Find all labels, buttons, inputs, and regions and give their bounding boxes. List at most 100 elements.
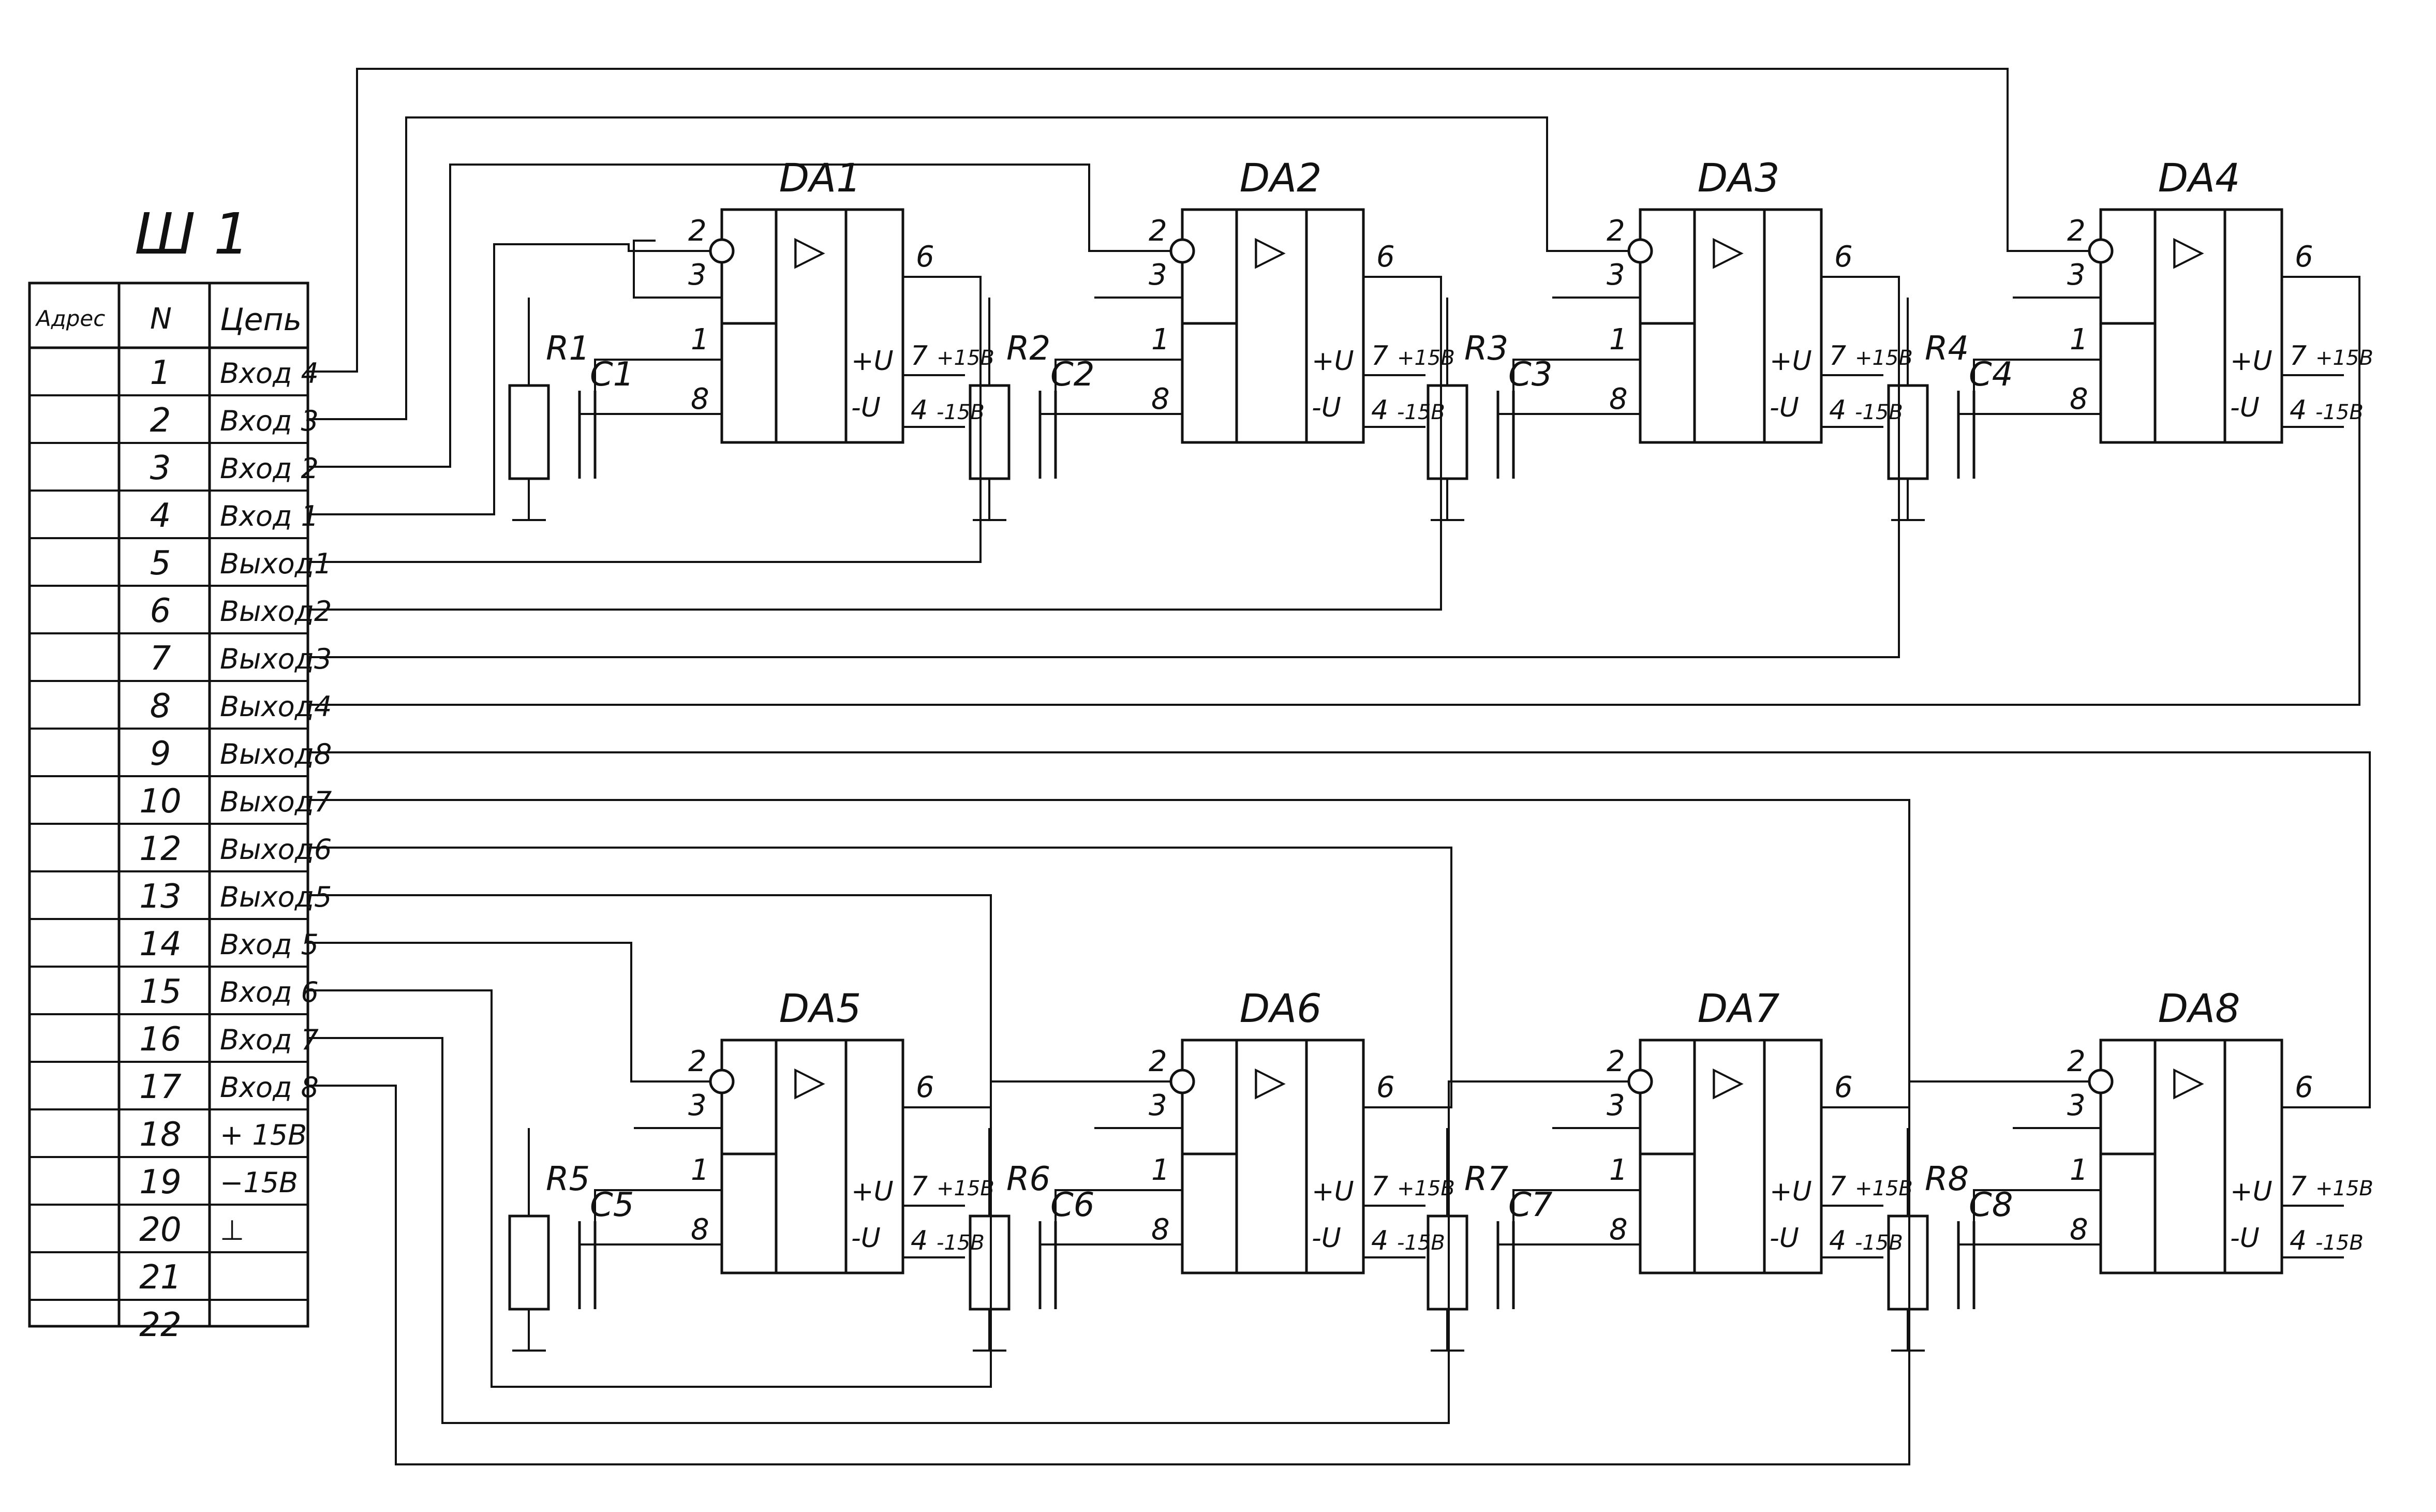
table-row-number: 4	[150, 497, 171, 535]
table-row-number: 6	[150, 592, 171, 630]
supply-voltage-label: -15В	[1855, 401, 1903, 424]
amp-symbol: ▷	[794, 1058, 825, 1104]
pos-supply-label: +U	[1770, 1176, 1812, 1207]
inverting-input-circle	[1169, 1069, 1195, 1094]
capacitor-wire	[1497, 391, 1620, 415]
table-row-circuit: ⊥	[220, 1214, 244, 1247]
capacitor-label: C5	[590, 1186, 634, 1224]
pin-label: 7	[1371, 1171, 1388, 1202]
resistor-label: R2	[1006, 330, 1050, 368]
pin-label: 8	[691, 1213, 709, 1247]
capacitor-wire	[1054, 1189, 1162, 1221]
inverting-input-circle	[709, 238, 735, 264]
output-wire	[307, 276, 982, 563]
opamp-body	[2099, 1039, 2283, 1274]
table-row-circuit: Вход 2	[220, 452, 319, 485]
input-wire	[307, 116, 1630, 420]
resistor-body	[1427, 384, 1468, 480]
pin-label: 8	[1609, 1213, 1628, 1247]
pin-label: 8	[691, 382, 709, 416]
opamp-body	[1639, 208, 1823, 444]
connector-title: Ш 1	[135, 201, 250, 267]
table-row-number: 12	[139, 830, 181, 868]
neg-supply-label: -U	[1312, 1223, 1341, 1254]
capacitor-label: C3	[1508, 355, 1552, 394]
resistor-body	[969, 1214, 1011, 1311]
resistor-body	[1887, 1214, 1929, 1311]
amp-symbol: ▷	[794, 227, 825, 274]
table-row-number: 17	[139, 1068, 182, 1106]
capacitor-wire	[1039, 391, 1162, 415]
table-row-circuit: Вход 3	[220, 405, 319, 437]
pin-label: 8	[1151, 382, 1170, 416]
pin-label: 7	[1371, 340, 1388, 372]
pin-label: 3	[688, 1089, 707, 1122]
table-row-circuit: Выход7	[220, 785, 332, 818]
capacitor-label: C6	[1050, 1186, 1094, 1224]
output-wire	[307, 799, 1910, 1108]
supply-voltage-label: +15В	[937, 1177, 994, 1200]
output-wire	[307, 276, 1900, 658]
pin-label: 4	[1829, 1225, 1846, 1256]
resistor-body	[508, 1214, 550, 1311]
table-row-circuit: Выход8	[220, 738, 332, 770]
output-wire	[307, 276, 1442, 611]
resistor-label: R4	[1925, 330, 1969, 368]
pin-label: 3	[2067, 1089, 2086, 1122]
table-row-circuit: Вход 7	[220, 1024, 319, 1056]
table-row-number: 10	[139, 782, 181, 821]
capacitor-label: C8	[1969, 1186, 2013, 1224]
pin-label: 6	[916, 240, 934, 274]
supply-voltage-label: +15В	[2315, 1177, 2373, 1200]
pin-label: 2	[1149, 1045, 1167, 1078]
resistor-label: R1	[546, 330, 590, 368]
pos-supply-label: +U	[1770, 346, 1812, 377]
amp-symbol: ▷	[2173, 227, 2204, 274]
opamp-body	[2099, 208, 2283, 444]
capacitor-label: C1	[590, 355, 634, 394]
pin-label: 3	[2067, 258, 2086, 292]
chip-label: DA2	[1240, 155, 1322, 201]
pin-label: 3	[1607, 258, 1625, 292]
table-row-circuit: Выход3	[220, 643, 332, 675]
table-row-circuit: −15В	[220, 1166, 298, 1199]
input-wire	[307, 1037, 1630, 1424]
table-row-circuit: Выход4	[220, 690, 332, 723]
supply-voltage-label: +15В	[937, 346, 994, 370]
pin-label: 8	[2070, 1213, 2088, 1247]
inverting-input-circle	[1627, 238, 1653, 264]
pin-label: 6	[916, 1071, 934, 1104]
pin-label: 1	[2070, 323, 2088, 357]
chip-label: DA6	[1240, 985, 1322, 1031]
table-row-number: 16	[139, 1020, 181, 1059]
input-wire	[307, 243, 711, 515]
output-wire	[307, 751, 2371, 1108]
neg-supply-label: -U	[1770, 392, 1799, 423]
supply-voltage-label: -15В	[1397, 401, 1445, 424]
opamp-body	[720, 1039, 904, 1274]
input-wire	[307, 942, 711, 1083]
table-row-circuit: + 15В	[220, 1119, 307, 1151]
amp-symbol: ▷	[2173, 1058, 2204, 1104]
supply-voltage-label: +15В	[1397, 1177, 1455, 1200]
capacitor-wire	[578, 1221, 701, 1246]
pin-label: 4	[2290, 395, 2307, 426]
pin-label: 2	[2067, 214, 2086, 248]
pos-supply-label: +U	[851, 1176, 894, 1207]
pin-label: 6	[1834, 1071, 1853, 1104]
capacitor-wire	[1054, 359, 1162, 391]
input-wire	[307, 68, 2090, 373]
resistor-label: R7	[1464, 1160, 1508, 1198]
capacitor-wire	[1957, 391, 2080, 415]
inverting-input-circle	[1169, 238, 1195, 264]
pin-label: 7	[1829, 1171, 1846, 1202]
resistor-label: R3	[1464, 330, 1508, 368]
supply-voltage-label: -15В	[2315, 1231, 2364, 1255]
inverting-input-circle	[1627, 1069, 1653, 1094]
input-wire	[307, 1080, 2090, 1465]
